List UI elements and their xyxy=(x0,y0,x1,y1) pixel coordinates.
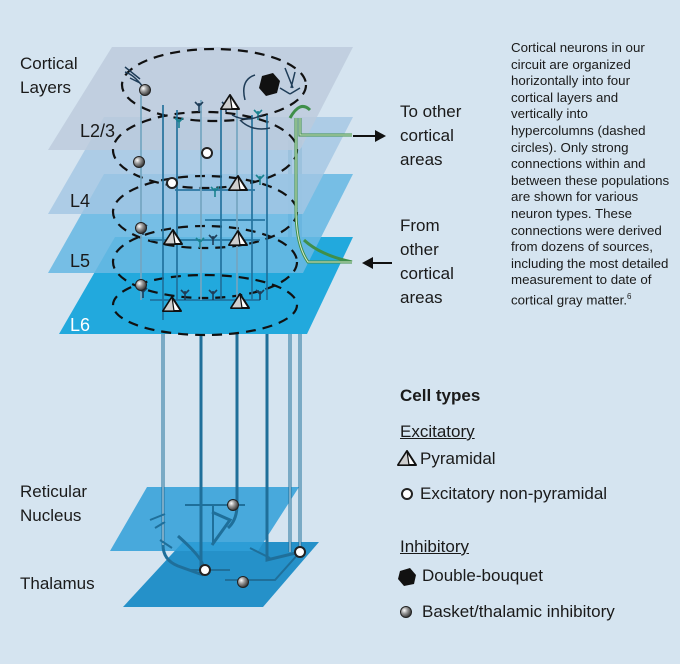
from-other-areas-label: From other cortical areas xyxy=(400,216,454,307)
legend-pyramid-icon xyxy=(397,450,417,466)
legend-item-excitatory-nonpyramidal: Excitatory non-pyramidal xyxy=(420,484,608,503)
layer-l23-plane xyxy=(48,47,353,150)
reticular-inhibitory-cell xyxy=(227,499,239,511)
basket-cell-l23 xyxy=(139,84,151,96)
legend-gray-ball-icon xyxy=(400,606,412,618)
legend-inhibitory-header: Inhibitory xyxy=(400,537,469,556)
hypercolumn-circles xyxy=(111,47,308,337)
basket-cell-l6 xyxy=(135,279,147,291)
footnote-marker: 6 xyxy=(627,291,632,301)
reticular-plane xyxy=(110,487,299,551)
thalamus-label: Thalamus xyxy=(20,574,95,593)
layer-label-l6: L6 xyxy=(70,315,91,335)
to-other-areas-label: To other cortical areas xyxy=(400,102,462,169)
thalamic-relay-cell-1 xyxy=(199,564,211,576)
thalamic-inhibitory-cell xyxy=(237,576,249,588)
legend-title: Cell types xyxy=(400,386,481,405)
basket-cell-l5 xyxy=(135,222,147,234)
nonpyramidal-cell-l23 xyxy=(201,147,213,159)
legend-excitatory-header: Excitatory xyxy=(400,422,475,441)
layer-label-l5: L5 xyxy=(70,251,91,271)
cortical-layers-label: Cortical Layers xyxy=(20,54,78,97)
legend-item-double-bouquet: Double-bouquet xyxy=(422,566,543,585)
double-bouquet-cell xyxy=(259,73,280,96)
layer-label-l4: L4 xyxy=(70,191,91,211)
arrow-from-other-areas xyxy=(362,257,392,269)
arrow-to-other-areas xyxy=(353,130,386,142)
layer-label-l23: L2/3 xyxy=(80,121,116,141)
basket-cell-l4 xyxy=(133,156,145,168)
legend-item-basket: Basket/thalamic inhibitory xyxy=(422,602,615,621)
legend-item-pyramidal: Pyramidal xyxy=(420,449,496,468)
description-text: Cortical neurons in our circuit are orga… xyxy=(511,40,670,308)
nonpyramidal-cell-l4 xyxy=(166,177,178,189)
legend-black-hexagon-icon xyxy=(398,568,416,586)
reticular-nucleus-label: Reticular Nucleus xyxy=(20,482,88,525)
thalamic-relay-cell-2 xyxy=(294,546,306,558)
legend-open-circle-icon xyxy=(401,488,413,500)
